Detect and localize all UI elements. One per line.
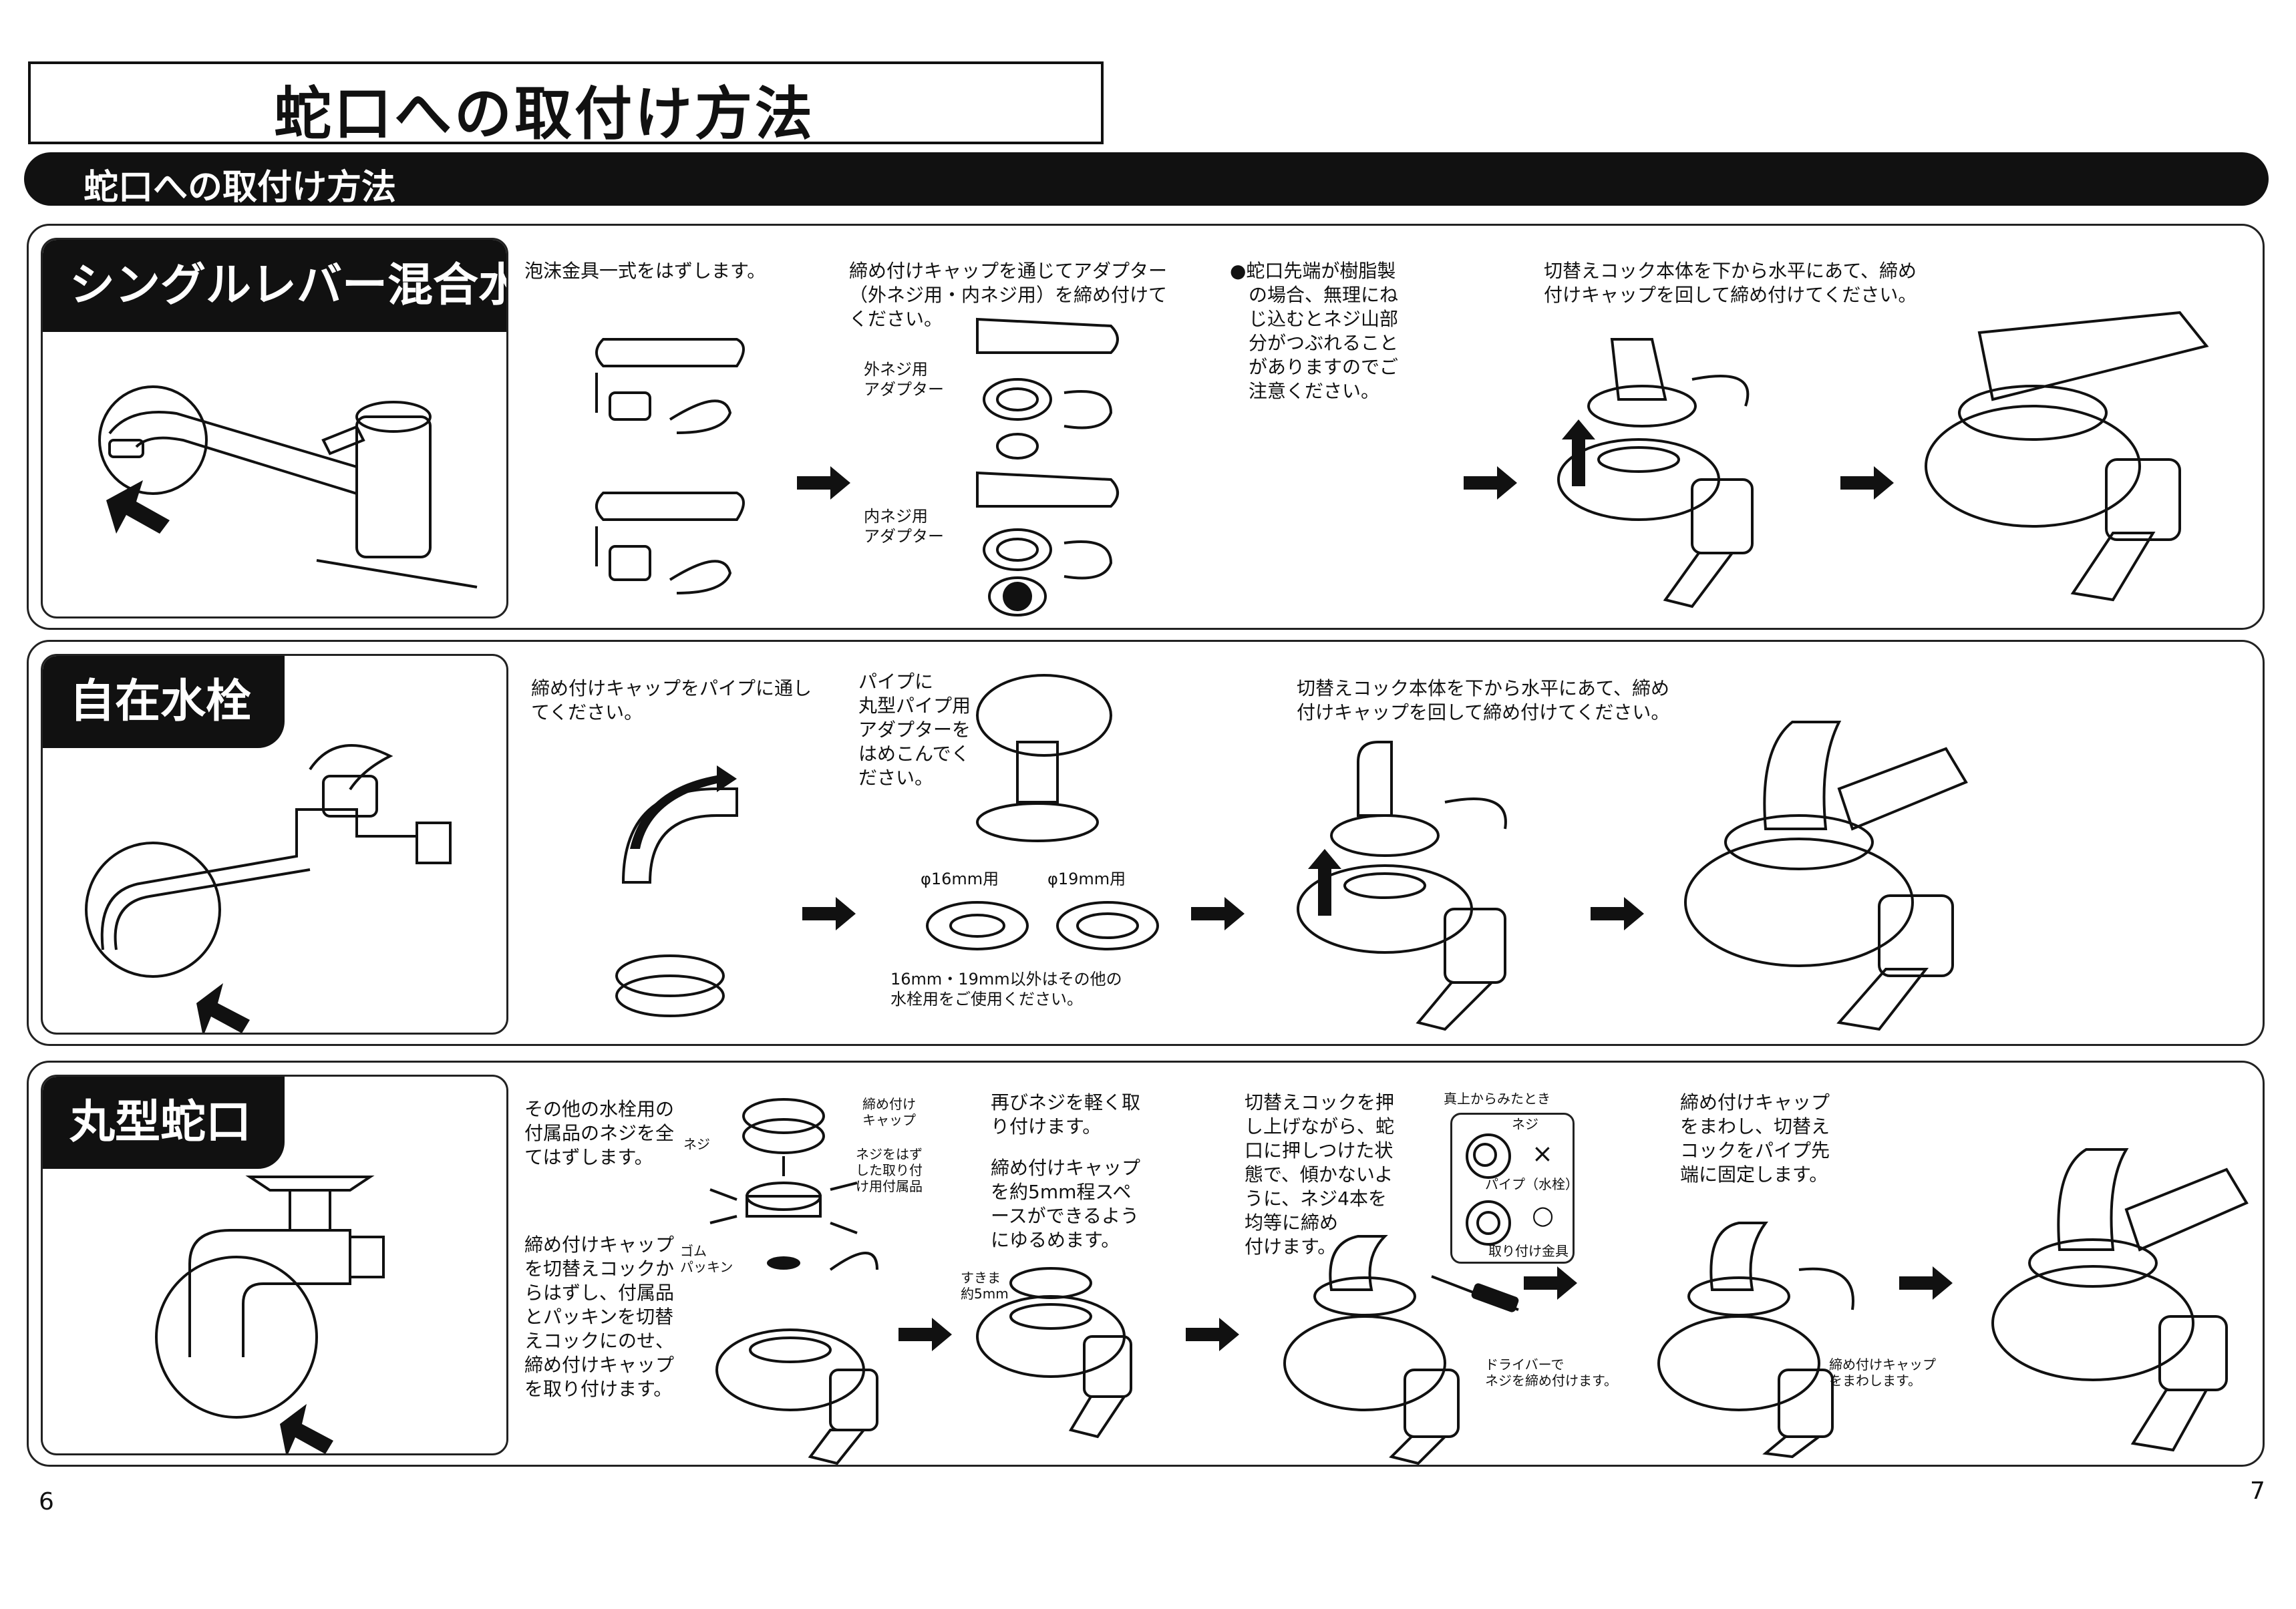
topview-fitting-label: 取り付け金具 [1488, 1243, 1569, 1259]
page-number-right: 7 [2250, 1477, 2265, 1505]
step2-text: 再びネジを軽く取 り付けます。 [991, 1091, 1141, 1137]
topview-label: 真上からみたとき [1444, 1091, 1550, 1107]
round-adapter-illustration [976, 674, 1112, 842]
topview-box [1450, 1113, 1575, 1264]
step2-text: パイプに 丸型パイプ用 アダプターを はめこんでく ださい。 [858, 671, 971, 789]
section-tag: 丸型蛇口 [43, 1077, 285, 1169]
step3-text: 切替えコックを押 し上げながら、蛇 口に押しつけた状 態で、傾かないよ うに、ネ… [1245, 1091, 1395, 1258]
removed-fitting-label: ネジをはず した取り付 け用付属品 [856, 1146, 923, 1194]
arrow-right-icon [898, 1318, 952, 1351]
arrow-right-icon [1524, 1266, 1577, 1300]
step2-text: 締め付けキャップを通じてアダプター （外ネジ用・内ネジ用）を締め付けて ください… [849, 260, 1168, 330]
final-result-illustration [1991, 1148, 2249, 1452]
hero-round: 丸型蛇口 [41, 1075, 508, 1455]
section-tag: シングルレバー混合水栓 [43, 240, 506, 332]
arrow-right-icon [1186, 1318, 1239, 1351]
step1-text: その他の水栓用の 付属品のネジを全 てはずします。 [524, 1098, 675, 1168]
adapter-size-illustration [926, 901, 1159, 950]
ok-mark-icon: ○ [1532, 1200, 1554, 1230]
jizai-faucet-illustration [85, 744, 452, 1033]
single-lever-faucet-illustration [98, 385, 478, 588]
cap-label: 締め付け キャップ [862, 1096, 916, 1128]
size19-label: φ19mm用 [1047, 870, 1126, 888]
caution-note: ●蛇口先端が樹脂製 の場合、無理にね じ込むとネジ山部 分がつぶれること があり… [1230, 260, 1399, 402]
section-round: 丸型蛇口 その他の水栓用の 付属品のネジを全 てはずします。 締め付けキャップ … [27, 1061, 2265, 1467]
step1-text: 泡沫金具一式をはずします。 [524, 260, 766, 282]
step4-text: 締め付けキャップ をまわし、切替え コックをパイプ先 端に固定します。 [1680, 1091, 1830, 1186]
title-box [28, 61, 1104, 144]
turn-cap-illustration [1657, 1222, 1854, 1459]
topview-illustration [1466, 1133, 1511, 1246]
size16-label: φ16mm用 [921, 870, 999, 888]
driver-label: ドライバーで ネジを締め付けます。 [1485, 1357, 1617, 1389]
attach-cock-illustration [1297, 741, 1507, 1031]
hero-jizai: 自在水栓 [41, 654, 508, 1035]
topview-screw-label: ネジ [1512, 1116, 1538, 1132]
arrow-right-icon [1840, 466, 1894, 500]
section-single-lever: シングルレバー混合水栓 泡沫金具一式をはずします。 締め付けキャップを通じてアダ… [27, 224, 2265, 630]
round-faucet-illustration [155, 1176, 385, 1453]
adapter-illustration [976, 317, 1119, 616]
arrow-right-icon [797, 466, 850, 500]
outer-adapter-label: 外ネジ用 アダプター [864, 360, 944, 399]
page-number-left: 6 [39, 1488, 54, 1515]
step3-text: 切替えコック本体を下から水平にあて、締め 付けキャップを回して締め付けてください… [1544, 260, 1917, 306]
gap-label: すきま 約5mm [961, 1270, 1009, 1302]
topview-pipe-label: パイプ（水栓） [1485, 1176, 1579, 1192]
step1b-text: 締め付けキャップ を切替えコックか らはずし、付属品 とパッキンを切替 えコック… [524, 1234, 675, 1400]
inner-adapter-label: 内ネジ用 アダプター [864, 507, 944, 546]
pipe-cap-illustration [615, 765, 738, 1017]
arrow-right-icon [802, 897, 856, 930]
packing-label: ゴム パッキン [680, 1243, 733, 1275]
step3-text: 切替えコック本体を下から水平にあて、締め 付けキャップを回して締め付けてください… [1297, 677, 1670, 723]
attach-cock-illustration [1557, 338, 1754, 608]
step1-text: 締め付けキャップをパイプに通し てください。 [531, 677, 812, 723]
arrow-right-icon [1899, 1266, 1953, 1300]
page-title: 蛇口への取付け方法 [274, 81, 815, 148]
screw-label: ネジ [683, 1136, 710, 1152]
ng-mark-icon: × [1532, 1139, 1553, 1168]
parts-assembly-illustration [709, 1098, 878, 1465]
other-size-note: 16mm・19mm以外はその他の 水栓用をご使用ください。 [890, 970, 1122, 1009]
section-bar [24, 152, 2269, 206]
turn-cap-label: 締め付けキャップ をまわします。 [1829, 1357, 1936, 1389]
section-jizai: 自在水栓 締め付けキャップをパイプに通し てください。 パイプに 丸型パイプ用 … [27, 640, 2265, 1046]
hero-single-lever: シングルレバー混合水栓 [41, 238, 508, 618]
attached-result-illustration [1925, 311, 2209, 602]
tighten-screws-illustration [1283, 1235, 1519, 1465]
arrow-right-icon [1591, 897, 1644, 930]
arrow-right-icon [1191, 897, 1245, 930]
arrow-right-icon [1464, 466, 1517, 500]
step2b-text: 締め付けキャップ を約5mm程スペ ースができるよう にゆるめます。 [991, 1157, 1141, 1251]
remove-aerator-illustration [595, 338, 745, 594]
section-tag: 自在水栓 [43, 656, 285, 748]
section-bar-label: 蛇口への取付け方法 [84, 168, 397, 208]
loosened-cap-illustration [976, 1267, 1132, 1439]
attached-result-illustration [1684, 721, 1968, 1031]
